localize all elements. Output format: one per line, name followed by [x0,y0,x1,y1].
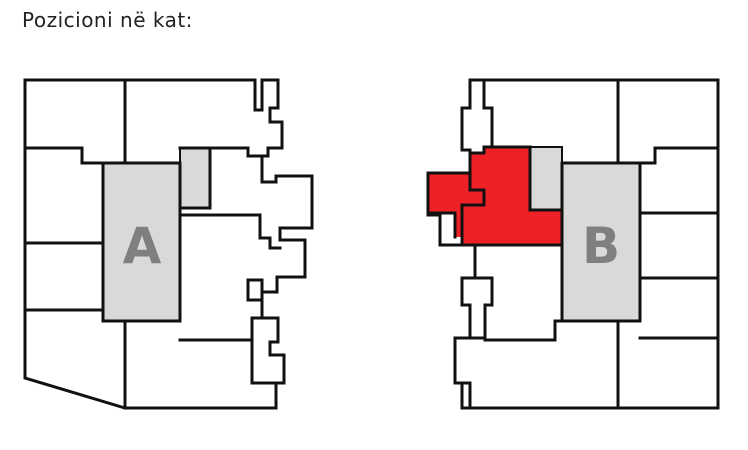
building-a: A [23,78,314,410]
building-b-wall [453,381,472,410]
building-b-core [561,162,641,322]
building-a-wall [178,316,264,342]
building-b-wall [460,171,486,247]
building-a-wall [178,213,282,250]
building-b-label: B [582,217,620,275]
building-b-wall [560,161,642,323]
building-a-outline [23,78,314,410]
building-a-wall [250,338,278,385]
building-a-wall [246,278,264,302]
building-b-wall [482,78,532,149]
building-b-outline [426,78,720,410]
building-b-wall [473,276,564,342]
building-a-core-annex [179,147,211,209]
building-a-core [102,162,181,322]
building-a-wall [178,146,212,210]
building-b-wall [426,211,457,239]
page-title: Pozicioni në kat: [22,8,193,32]
building-b-wall [638,146,720,165]
building-b-core-annex [529,146,563,211]
building-a-wall [246,278,264,294]
building-a-wall [208,146,264,158]
building-b-wall [468,145,564,212]
building-b: B [426,78,720,410]
building-a-label: A [123,217,162,275]
